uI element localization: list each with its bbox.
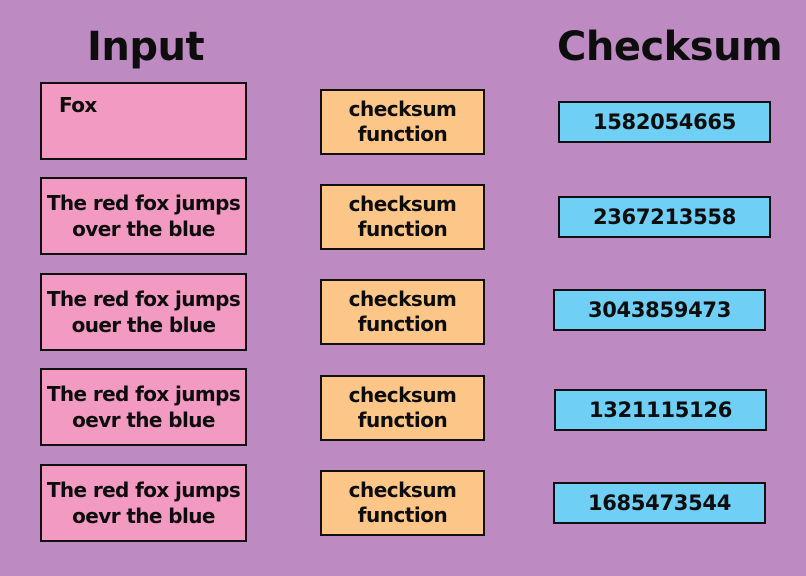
checksum-value-box: 1685473544 xyxy=(553,482,766,524)
function-label: checksum function xyxy=(348,97,457,146)
checksum-function-box: checksum function xyxy=(320,279,485,345)
checksum-value-box: 3043859473 xyxy=(553,289,766,331)
checksum-value: 2367213558 xyxy=(592,205,737,229)
checksum-function-box: checksum function xyxy=(320,470,485,536)
checksum-value: 1321115126 xyxy=(588,398,733,422)
checksum-function-box: checksum function xyxy=(320,89,485,155)
checksum-value-box: 1582054665 xyxy=(558,101,771,143)
input-text: Fox xyxy=(59,93,97,117)
input-text: The red fox jumps oevr the blue xyxy=(46,382,241,432)
function-label: checksum function xyxy=(348,192,457,241)
function-label: checksum function xyxy=(348,478,457,527)
input-text: The red fox jumps ouer the blue xyxy=(46,287,241,337)
input-text: The red fox jumps over the blue xyxy=(46,191,241,241)
input-box: The red fox jumps ouer the blue xyxy=(40,273,247,351)
checksum-value: 1685473544 xyxy=(587,491,732,515)
input-box: The red fox jumps oevr the blue xyxy=(40,464,247,542)
checksum-function-box: checksum function xyxy=(320,184,485,250)
function-label: checksum function xyxy=(348,287,457,336)
input-box: The red fox jumps over the blue xyxy=(40,177,247,255)
input-box: The red fox jumps oevr the blue xyxy=(40,368,247,446)
input-column-heading: Input xyxy=(87,24,205,70)
checksum-value-box: 1321115126 xyxy=(554,389,767,431)
checksum-value: 3043859473 xyxy=(587,298,732,322)
checksum-value-box: 2367213558 xyxy=(558,196,771,238)
checksum-value: 1582054665 xyxy=(592,110,737,134)
input-box: Fox xyxy=(40,82,247,160)
checksum-function-box: checksum function xyxy=(320,375,485,441)
input-text: The red fox jumps oevr the blue xyxy=(46,478,241,528)
checksum-column-heading: Checksum xyxy=(557,24,783,70)
function-label: checksum function xyxy=(348,383,457,432)
